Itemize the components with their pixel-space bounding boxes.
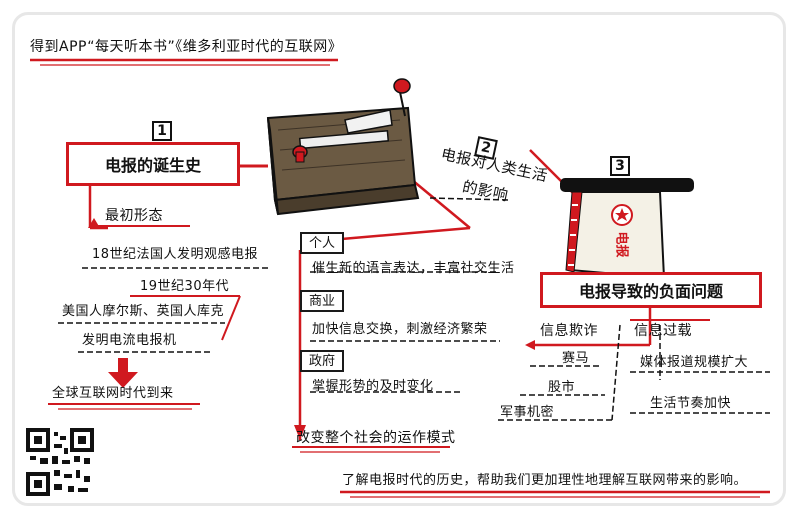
overload-label: 信息过载 <box>634 323 692 339</box>
government-label-box: 政府 <box>300 350 344 372</box>
government-text: 掌握形势的及时变化 <box>312 379 434 394</box>
section-1-item-3: 发明电流电报机 <box>82 333 177 348</box>
section-1-result: 全球互联网时代到来 <box>52 386 174 401</box>
section-2-conclusion: 改变整个社会的运作模式 <box>296 430 456 446</box>
section-3-title: 电报导致的负面问题 <box>578 282 723 301</box>
section-1-item-2: 美国人摩尔斯、英国人库克 <box>62 304 225 319</box>
footer-summary: 了解电报时代的历史，帮助我们更加理性地理解互联网带来的影响。 <box>342 473 748 488</box>
page-title: 得到APP“每天听本书”《维多利亚时代的互联网》 <box>30 39 343 55</box>
personal-label: 个人 <box>308 235 335 251</box>
section-1-number: 1 <box>152 121 172 141</box>
section-1-title: 电报的诞生史 <box>104 156 201 175</box>
fraud-label: 信息欺诈 <box>540 323 598 339</box>
fraud-item: 赛马 <box>562 351 590 366</box>
section-1-era-label: 19世纪30年代 <box>140 279 230 294</box>
section-1-title-box: 电报的诞生史 <box>66 142 240 186</box>
business-label: 商业 <box>308 293 335 309</box>
section-1-item-1: 18世纪法国人发明观感电报 <box>92 247 259 262</box>
overload-item: 生活节奏加快 <box>650 396 732 411</box>
telegram-stamp-text: 电报 <box>613 231 629 258</box>
section-3-number: 3 <box>610 156 630 176</box>
business-text: 加快信息交换，刺激经济繁荣 <box>312 322 488 337</box>
business-label-box: 商业 <box>300 290 344 312</box>
fraud-item: 股市 <box>548 380 576 395</box>
overload-item: 媒体报道规模扩大 <box>640 355 749 370</box>
personal-text: 催生新的语言表达，丰富社交生活 <box>312 261 515 276</box>
section-3-title-box: 电报导致的负面问题 <box>540 272 762 308</box>
section-1-branch-label: 最初形态 <box>105 208 163 224</box>
government-label: 政府 <box>308 353 335 369</box>
personal-label-box: 个人 <box>300 232 344 254</box>
fraud-item: 军事机密 <box>500 405 555 420</box>
